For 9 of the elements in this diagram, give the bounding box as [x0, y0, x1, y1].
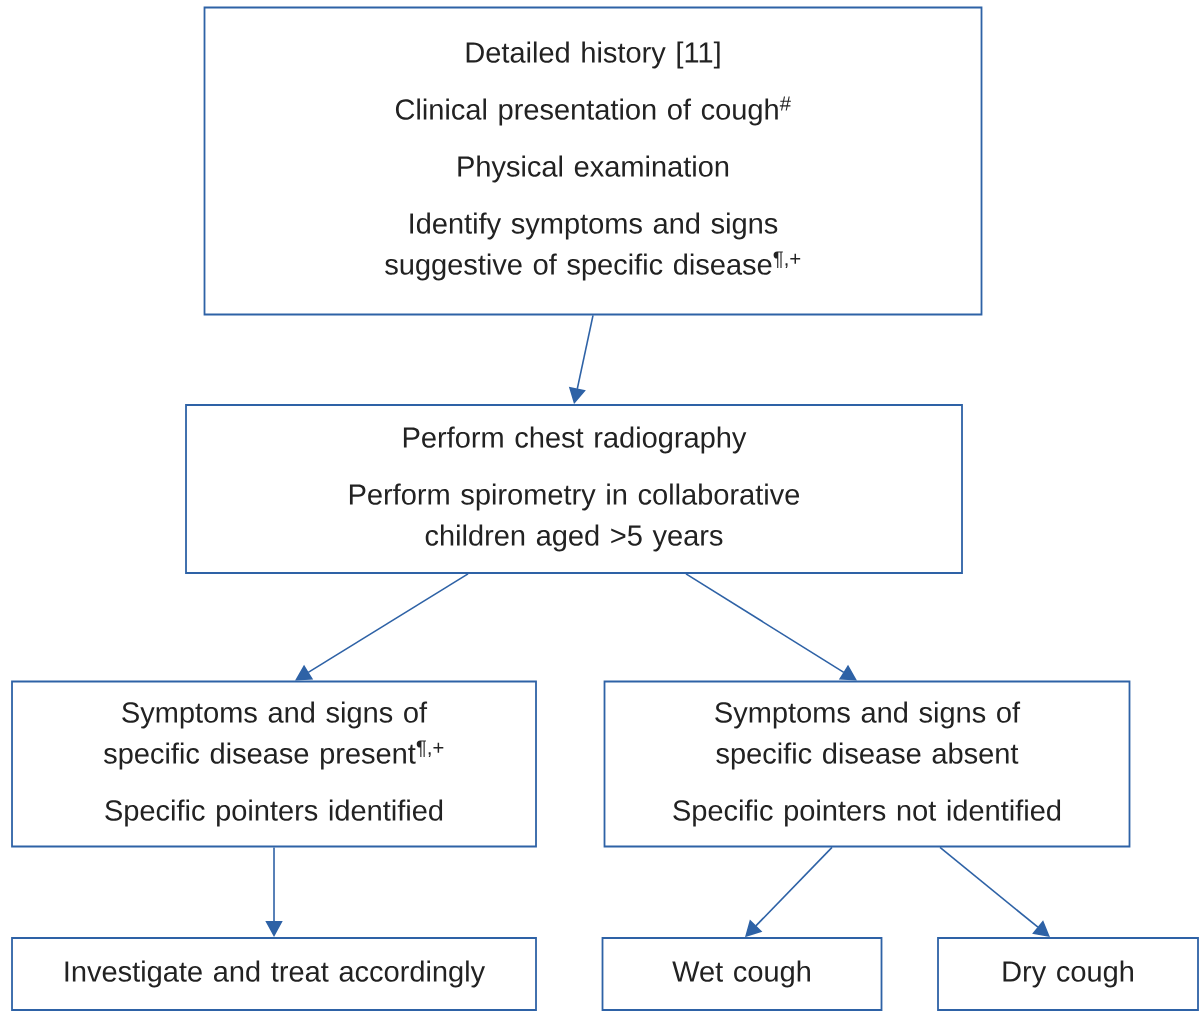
process-box: Investigate and treat accordingly — [11, 937, 537, 1011]
process-box: Perform chest radiography Perform spirometry in collaborative children aged >5 years — [185, 404, 963, 574]
arrow — [685, 573, 857, 681]
process-box: Dry cough — [937, 937, 1199, 1011]
arrow — [295, 573, 469, 681]
process-box: Symptoms and signs of specific disease absent Specific pointers not identified — [603, 680, 1131, 848]
process-box: Symptoms and signs of specific disease present$^{¶,+}$ Specific pointers identified — [11, 680, 537, 848]
process-box: Wet cough — [601, 937, 883, 1011]
process-box: Detailed history [11] Clinical presentation of cough$^{#}$ Physical examination Identify symptoms and signs suggestive of specific disease$^{¶,+}$ — [203, 6, 983, 316]
